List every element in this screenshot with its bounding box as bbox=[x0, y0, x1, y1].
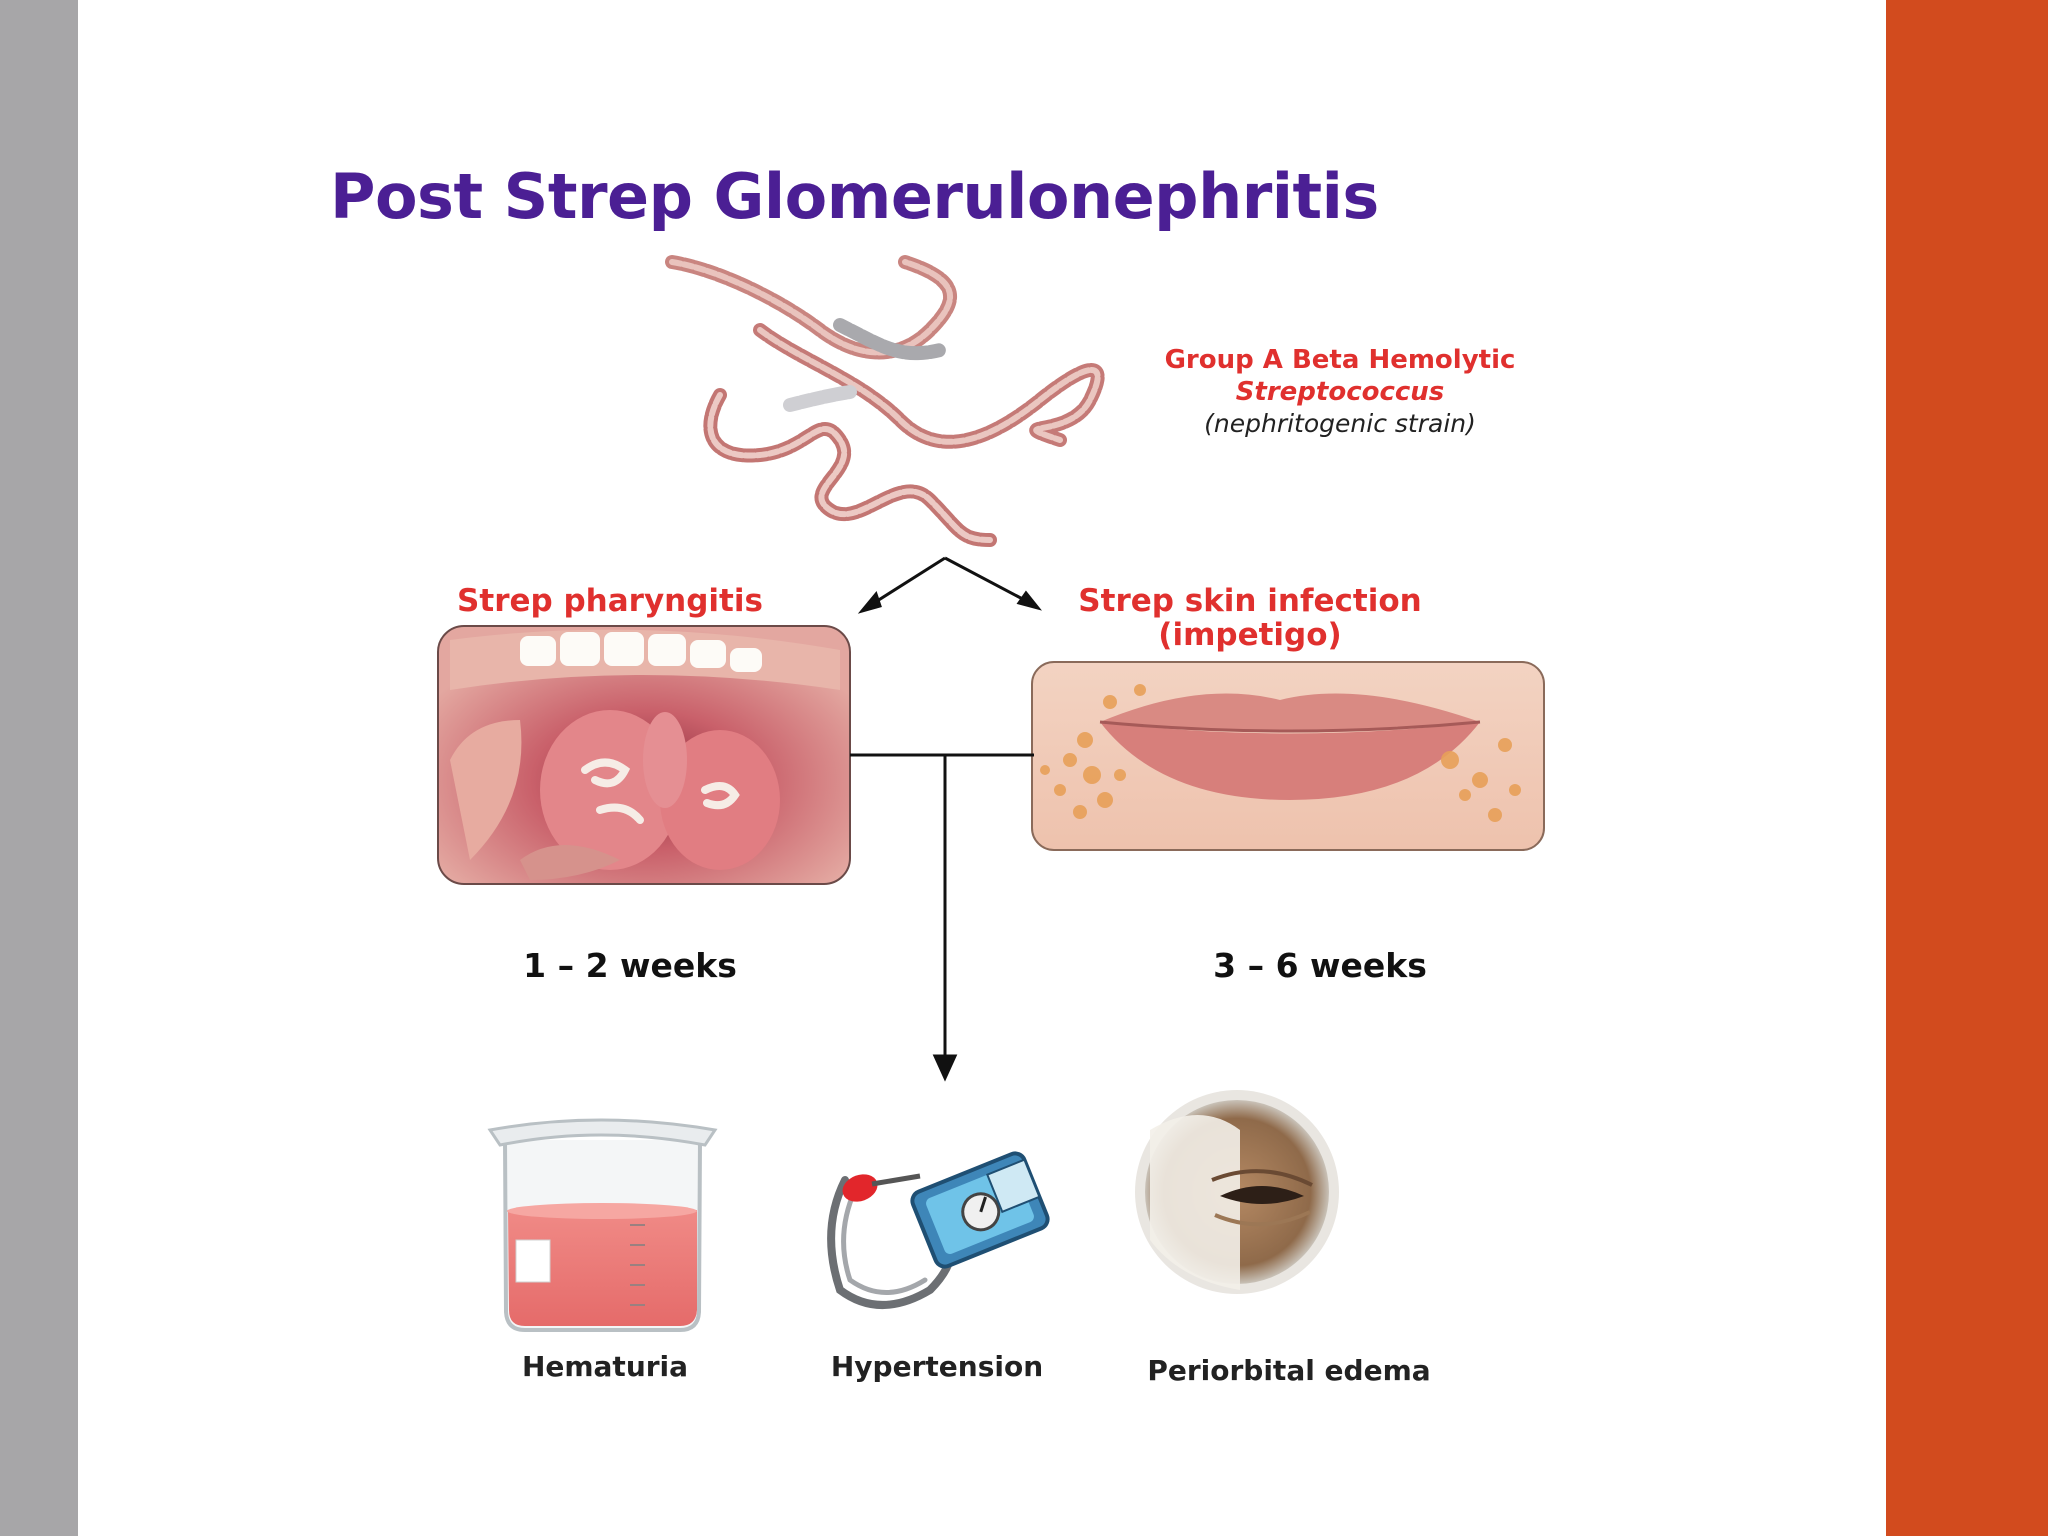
streptococcus-chain-icon bbox=[665, 255, 1105, 547]
slide-canvas bbox=[78, 0, 1886, 1536]
beaker-icon bbox=[487, 1118, 718, 1332]
right-side-bar bbox=[1886, 0, 2048, 1536]
organism-strain: (nephritogenic strain) bbox=[1204, 409, 1476, 438]
swollen-eye-icon bbox=[1135, 1090, 1339, 1294]
left-side-bar bbox=[0, 0, 78, 1536]
organism-genus: Streptococcus bbox=[1235, 377, 1445, 407]
pharyngitis-photo bbox=[437, 625, 851, 885]
skin-infection-title: Strep skin infection bbox=[1078, 583, 1422, 619]
hypertension-caption: Hypertension bbox=[830, 1350, 1044, 1383]
page-title: Post Strep Glomerulonephritis bbox=[330, 160, 1379, 233]
organism-label: Group A Beta Hemolytic Streptococcus (ne… bbox=[1020, 344, 1660, 440]
organism-group: Group A Beta Hemolytic bbox=[1164, 345, 1516, 375]
skin-infection-subtitle: (impetigo) bbox=[1158, 617, 1342, 653]
convergence-arrow bbox=[850, 753, 1034, 1082]
skin-infection-label: Strep skin infection (impetigo) bbox=[1040, 584, 1460, 652]
fork-arrows bbox=[857, 556, 1043, 614]
hematuria-caption: Hematuria bbox=[521, 1350, 689, 1383]
skin-infection-latency: 3 – 6 weeks bbox=[1213, 946, 1427, 985]
blood-pressure-cuff-icon bbox=[827, 1151, 1050, 1309]
pharyngitis-label: Strep pharyngitis bbox=[457, 583, 763, 619]
periorbital-edema-caption: Periorbital edema bbox=[1147, 1354, 1431, 1387]
pharyngitis-latency: 1 – 2 weeks bbox=[523, 946, 737, 985]
impetigo-photo bbox=[1031, 661, 1545, 851]
